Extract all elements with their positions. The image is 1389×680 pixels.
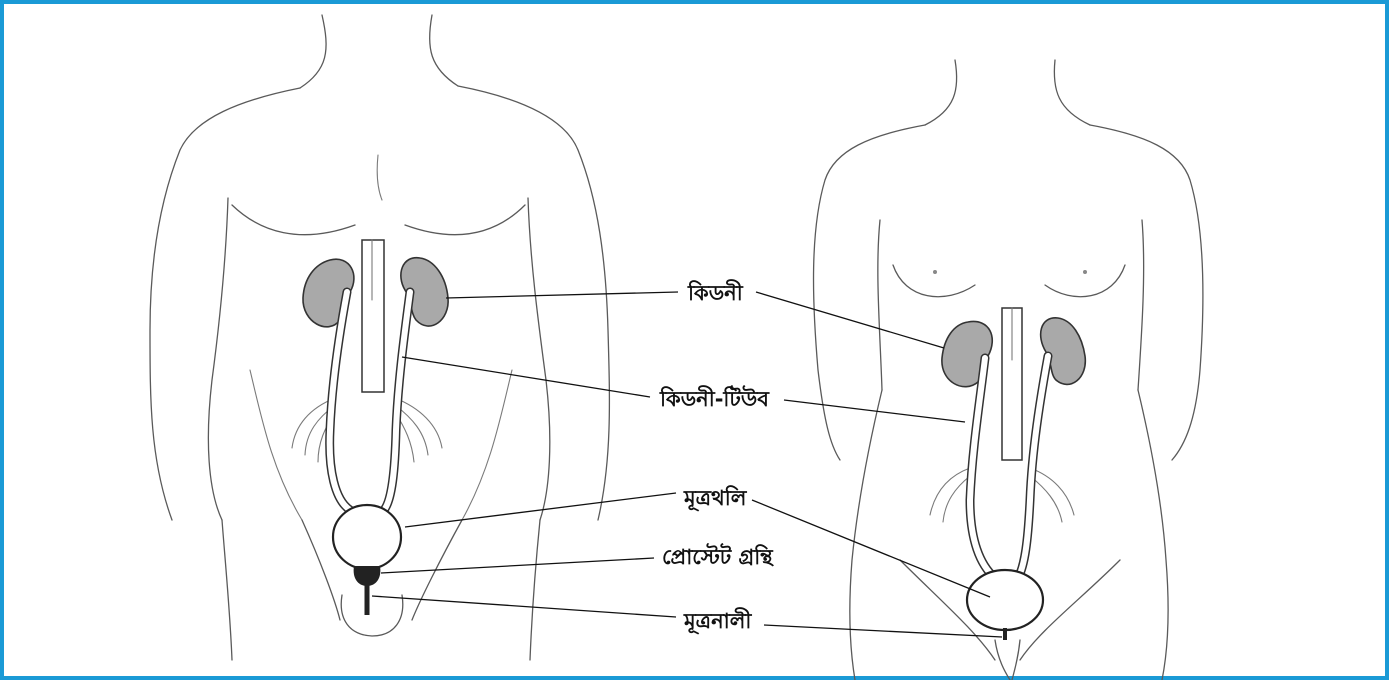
label-bladder: মূত্রথলি [683,485,748,511]
ureter-leader-male [402,357,650,397]
kidney-leader-male [446,292,678,298]
bladder-leader-female [752,500,990,597]
leader-lines [372,292,1002,637]
male-pelvic-vessels [292,398,442,462]
female-bladder [967,570,1043,630]
male-bladder [333,505,401,569]
urethra-leader-female [764,625,1002,637]
bladder-leader-male [405,493,676,527]
label-kidney: কিডনী [687,279,744,305]
female-aorta [1002,308,1022,460]
ureter-leader-female [784,400,965,422]
kidney-leader-female [756,292,944,348]
male-aorta [362,240,384,392]
label-prostate: প্রোস্টেট গ্রন্থি [662,543,774,569]
label-urethra: মূত্রনালী [683,607,752,634]
label-ureter: কিডনী-টিউব [659,385,770,411]
prostate-leader [381,558,654,573]
female-pelvic-vessels [930,468,1074,522]
